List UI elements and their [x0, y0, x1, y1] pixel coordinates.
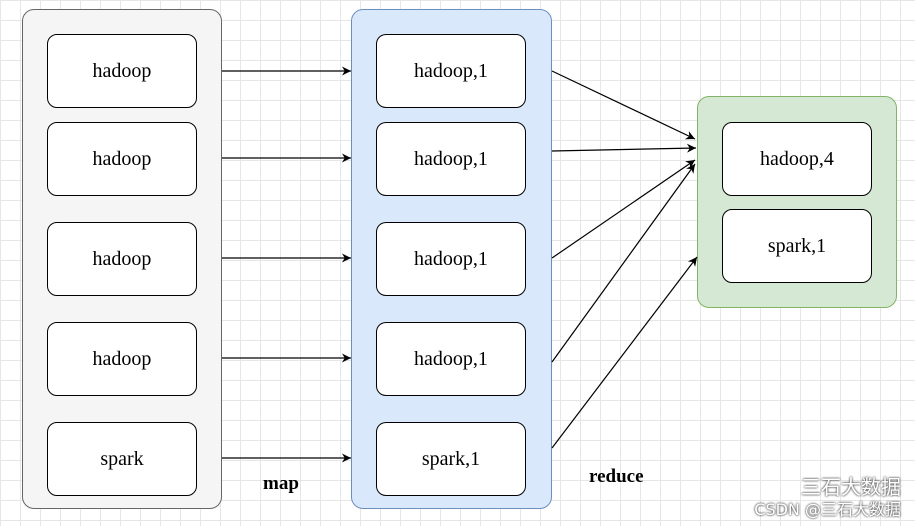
- reduce-arrow-4: [551, 163, 696, 363]
- watermark: 三石大数据 CSDN @三石大数据: [754, 474, 901, 520]
- map-node-1: hadoop,1: [376, 34, 526, 108]
- reduce-node-2: spark,1: [722, 209, 872, 283]
- reduce-arrow-3: [551, 159, 696, 259]
- reduce-arrow-1: [551, 70, 696, 140]
- map-node-3: hadoop,1: [376, 222, 526, 296]
- input-node-2: hadoop: [47, 122, 197, 196]
- input-node-3: hadoop: [47, 222, 197, 296]
- input-node-5: spark: [47, 422, 197, 496]
- map-node-4: hadoop,1: [376, 322, 526, 396]
- map-node-2: hadoop,1: [376, 122, 526, 196]
- reduce-label: reduce: [589, 466, 644, 487]
- map-label: map: [263, 473, 299, 494]
- reduce-arrow-5: [551, 256, 698, 449]
- watermark-csdn: CSDN @三石大数据: [754, 500, 901, 519]
- input-node-4: hadoop: [47, 322, 197, 396]
- map-node-5: spark,1: [376, 422, 526, 496]
- reduce-node-1: hadoop,4: [722, 122, 872, 196]
- watermark-brand: 三石大数据: [801, 475, 901, 499]
- input-node-1: hadoop: [47, 34, 197, 108]
- reduce-arrow-2: [551, 143, 697, 153]
